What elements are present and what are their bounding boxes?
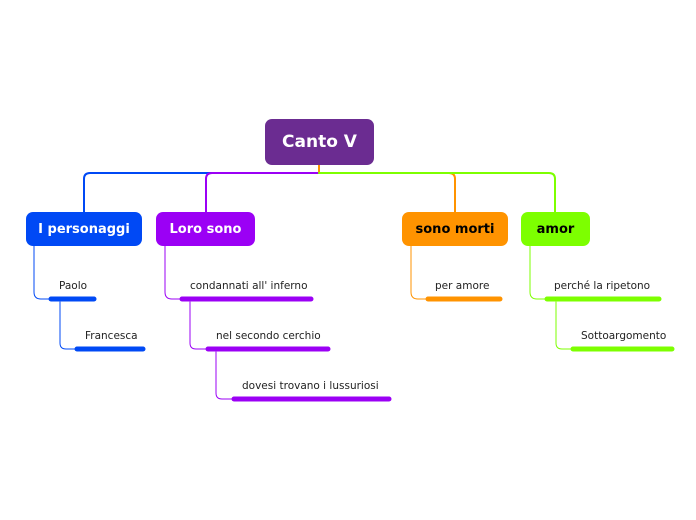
branch-node-amor[interactable]: amor bbox=[521, 212, 590, 246]
branch-node-sono-morti[interactable]: sono morti bbox=[402, 212, 508, 246]
branch-node-loro-sono[interactable]: Loro sono bbox=[156, 212, 255, 246]
branch-node-personaggi[interactable]: I personaggi bbox=[26, 212, 142, 246]
root-node-canto-v[interactable]: Canto V bbox=[265, 119, 374, 165]
branch-node-label: I personaggi bbox=[38, 221, 130, 237]
branch-node-label: amor bbox=[536, 221, 575, 237]
connector-amor-ripetono bbox=[529, 245, 548, 300]
leaf-sottoargomento[interactable]: Sottoargomento bbox=[581, 330, 667, 342]
connector-cerchio-lussuriosi bbox=[215, 351, 235, 400]
leaf-paolo[interactable]: Paolo bbox=[59, 280, 88, 292]
connector-ripetono-sottoargomento bbox=[555, 301, 574, 350]
leaf-dovesi-trovano-i-lussuriosi[interactable]: dovesi trovano i lussuriosi bbox=[242, 380, 379, 392]
connector-personaggi-paolo bbox=[33, 245, 52, 300]
connector-paolo-francesca bbox=[59, 301, 78, 350]
connector-root-personaggi bbox=[83, 172, 320, 213]
connector-root-amor bbox=[318, 172, 556, 213]
connector-loro-condannati bbox=[164, 245, 183, 300]
leaf-perche-la-ripetono[interactable]: perché la ripetono bbox=[554, 280, 651, 292]
leaf-nel-secondo-cerchio[interactable]: nel secondo cerchio bbox=[216, 330, 321, 342]
leaf-condannati-all-inferno[interactable]: condannati all' inferno bbox=[190, 280, 308, 292]
connector-root-sono-morti bbox=[318, 172, 456, 213]
branch-node-label: sono morti bbox=[415, 221, 495, 237]
leaf-francesca[interactable]: Francesca bbox=[85, 330, 138, 342]
connector-root-loro-sono bbox=[205, 172, 320, 213]
root-node-label: Canto V bbox=[282, 132, 357, 152]
connector-morti-amore bbox=[410, 245, 429, 300]
connector-condannati-cerchio bbox=[189, 301, 209, 350]
leaf-per-amore[interactable]: per amore bbox=[435, 280, 490, 292]
branch-node-label: Loro sono bbox=[169, 221, 242, 237]
